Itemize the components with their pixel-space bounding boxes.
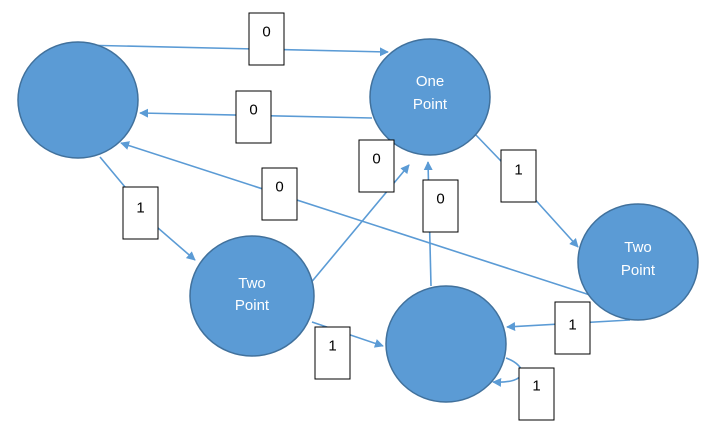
edge-label-bottom-self-loop: 1 bbox=[518, 367, 555, 421]
edge-label-text: 1 bbox=[514, 162, 522, 179]
edge-label-text: 0 bbox=[249, 102, 257, 119]
node-two-point-left-label-line1: Two bbox=[238, 275, 266, 292]
node-two-point-right-label-line2: Point bbox=[621, 262, 656, 279]
edge-label-text: 0 bbox=[372, 151, 380, 168]
node-one-point-label-line2: Point bbox=[413, 96, 448, 113]
edge-label-text: 0 bbox=[262, 24, 270, 41]
edge-label-text: 1 bbox=[568, 317, 576, 334]
edge-two-point-right-to-start bbox=[120, 141, 591, 296]
node-one-point: One Point bbox=[369, 38, 491, 156]
node-one-point-label-line1: One bbox=[416, 73, 444, 90]
edges bbox=[77, 44, 631, 387]
nodes: One Point Two Point Two Point bbox=[17, 38, 699, 403]
node-two-point-right: Two Point bbox=[577, 203, 699, 321]
node-bottom bbox=[385, 285, 507, 403]
node-two-point-left: Two Point bbox=[189, 235, 315, 357]
edge-label-start-to-one-point: 0 bbox=[248, 12, 285, 66]
edge-label-two-point-right-to-start: 0 bbox=[261, 167, 298, 221]
edge-label-text: 1 bbox=[136, 200, 144, 217]
edge-label-text: 0 bbox=[436, 191, 444, 208]
edge-label-text: 1 bbox=[532, 378, 540, 395]
edge-label-one-point-to-two-point-right: 1 bbox=[500, 149, 537, 203]
edge-start-to-one-point bbox=[77, 44, 389, 57]
edge-label-one-point-to-start: 0 bbox=[235, 90, 272, 144]
edge-labels: 0 0 1 1 0 0 0 1 bbox=[122, 12, 591, 421]
node-start bbox=[17, 41, 139, 159]
edge-label-start-to-two-point-left: 1 bbox=[122, 186, 159, 240]
node-two-point-right-label-line1: Two bbox=[624, 239, 652, 256]
edge-label-two-point-right-to-bottom: 1 bbox=[554, 301, 591, 355]
edge-label-text: 0 bbox=[275, 179, 283, 196]
edge-label-text: 1 bbox=[328, 338, 336, 355]
edge-label-two-point-left-to-bottom: 1 bbox=[314, 326, 351, 380]
node-two-point-left-label-line2: Point bbox=[235, 297, 270, 314]
edge-label-two-point-left-to-one-point: 0 bbox=[358, 139, 395, 193]
edge-label-bottom-to-one-point: 0 bbox=[422, 179, 459, 233]
